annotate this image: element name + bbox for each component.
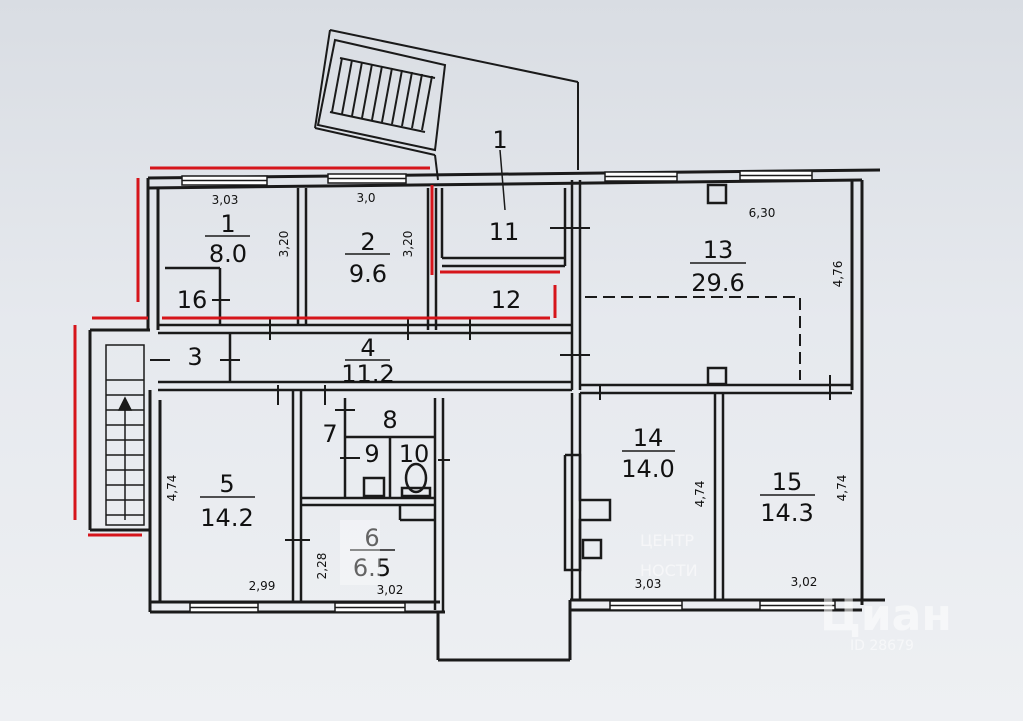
interior-walls (158, 180, 852, 612)
dim-r14-width: 3,03 (635, 577, 662, 591)
room-4-area: 11.2 (341, 360, 394, 388)
room-7-number: 7 (322, 420, 337, 448)
room-10-number: 10 (399, 440, 430, 468)
room-11-number: 11 (489, 218, 520, 246)
red-highlight-lines (73, 166, 560, 537)
room-14-area: 14.0 (621, 455, 674, 483)
room-16-number: 16 (177, 286, 208, 314)
room-13-number: 13 (703, 236, 734, 264)
room-15-area: 14.3 (760, 499, 813, 527)
dim-r2-width: 3,0 (356, 191, 375, 205)
dim-r13-height: 4,76 (831, 261, 845, 288)
dim-r1-width: 3,03 (212, 193, 239, 207)
watermark-logo-icon (340, 520, 380, 585)
room-8-number: 8 (382, 406, 397, 434)
room-12-number: 12 (491, 286, 522, 314)
room-14-number: 14 (633, 424, 664, 452)
room-6-area: 6.5 (353, 554, 391, 582)
dim-r13-width: 6,30 (749, 206, 776, 220)
dim-r2-height: 3,20 (401, 231, 415, 258)
dim-r6-width: 3,02 (377, 583, 404, 597)
room-1-number: 1 (220, 210, 235, 238)
room-labels: 1 1 8.0 2 9.6 16 3 4 11.2 5 14.2 6 6.5 7… (177, 126, 815, 582)
outer-walls (88, 168, 885, 662)
dim-r5-height: 4,74 (165, 475, 179, 502)
room-13-area: 29.6 (691, 269, 744, 297)
windows (181, 170, 836, 613)
top-staircase (314, 29, 579, 181)
room-1-area: 8.0 (209, 240, 247, 268)
dim-r6-height: 2,28 (315, 553, 329, 580)
room-2-area: 9.6 (349, 260, 387, 288)
dim-r15-height: 4,74 (835, 475, 849, 502)
room-9-number: 9 (364, 440, 379, 468)
door-marks (150, 227, 831, 541)
dim-r14-height: 4,74 (693, 481, 707, 508)
watermark-brand: Циан (820, 590, 952, 641)
corridor-label: 1 (492, 126, 507, 154)
room-5-area: 14.2 (200, 504, 253, 532)
dim-r15-width: 3,02 (791, 575, 818, 589)
room-5-number: 5 (219, 470, 234, 498)
room-3-number: 3 (187, 343, 202, 371)
room-6-number: 6 (364, 524, 379, 552)
dim-r5-width: 2,99 (249, 579, 276, 593)
dim-r1-height: 3,20 (277, 231, 291, 258)
watermark: ЦЕНТР НОСТИ Циан ID 28679 (340, 520, 952, 654)
watermark-id: ID 28679 (850, 638, 914, 654)
dimension-labels: 3,03 3,0 6,30 2,99 3,02 3,03 3,02 3,20 3… (165, 191, 849, 597)
room-2-number: 2 (360, 228, 375, 256)
room-15-number: 15 (772, 468, 803, 496)
room-4-number: 4 (360, 334, 375, 362)
watermark-center-text-1: ЦЕНТР (640, 531, 694, 550)
watermark-center-text-2: НОСТИ (640, 561, 698, 580)
left-staircase (105, 344, 145, 526)
